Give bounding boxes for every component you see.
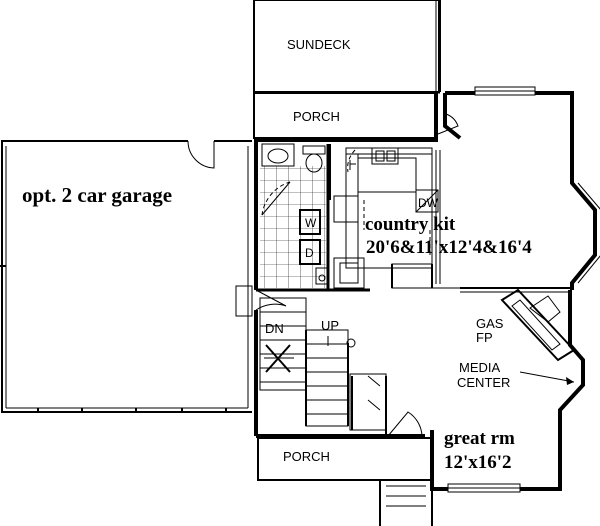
- kitchen: [333, 147, 460, 289]
- window-top-right: [474, 86, 536, 96]
- label-fp: FP: [476, 330, 493, 345]
- label-kitchen-dims: 20'6&11'x12'4&16'4: [366, 237, 532, 258]
- label-garage: opt. 2 car garage: [22, 183, 172, 207]
- gas-fireplace: [500, 288, 576, 362]
- bath-utility: [256, 143, 370, 292]
- bay-window: [577, 182, 600, 284]
- label-great-room-name: great rm: [444, 428, 515, 449]
- label-dryer: D: [305, 246, 314, 260]
- label-gas: GAS: [476, 316, 504, 331]
- label-up: UP: [321, 318, 339, 333]
- label-dn: DN: [265, 321, 284, 336]
- label-media: MEDIA: [459, 360, 501, 375]
- label-dishwasher: DW: [418, 196, 439, 210]
- label-kitchen-name: country kit: [365, 214, 456, 235]
- garage: [0, 140, 252, 413]
- label-great-room-dims: 12'x16'2: [444, 452, 512, 473]
- label-porch-top: PORCH: [293, 109, 340, 124]
- great-room: [447, 287, 576, 493]
- label-center: CENTER: [457, 375, 510, 390]
- porch-bottom: [257, 437, 433, 526]
- front-door: [387, 411, 423, 437]
- stairs: [235, 285, 387, 434]
- label-sundeck: SUNDECK: [287, 37, 351, 52]
- porch-door: [437, 113, 459, 135]
- label-washer: W: [305, 216, 317, 230]
- label-porch-bottom: PORCH: [283, 449, 330, 464]
- porch-top: [253, 92, 438, 139]
